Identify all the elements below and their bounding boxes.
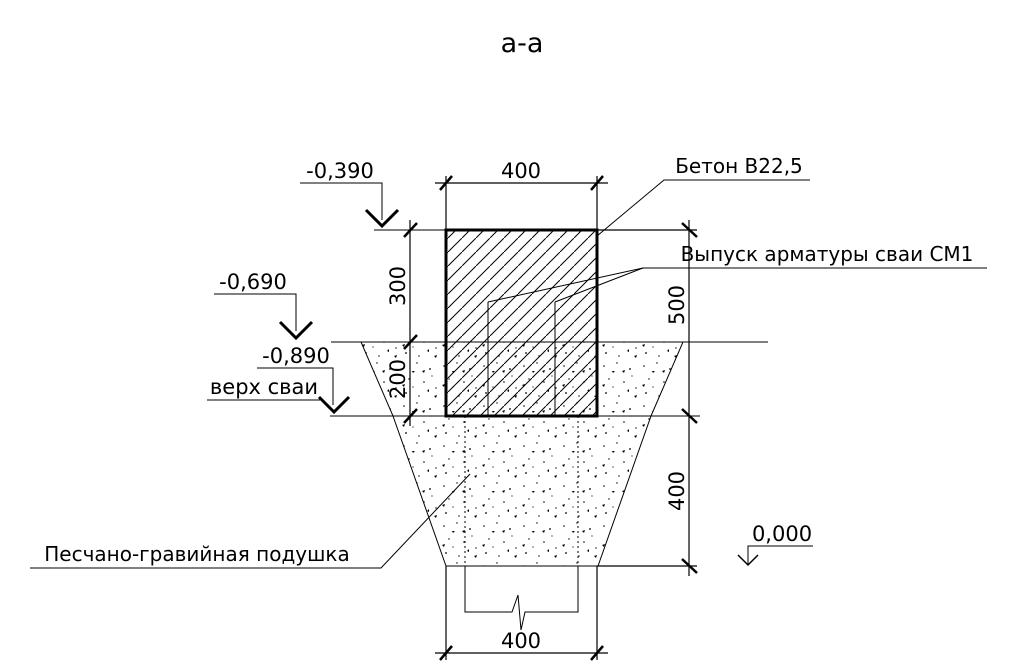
elevation-zero-label: 0,000 bbox=[752, 522, 812, 546]
cushion-lower bbox=[392, 415, 652, 567]
elevation-top-label: -0,390 bbox=[306, 159, 374, 183]
elevation-ground-label: -0,690 bbox=[219, 270, 287, 294]
pile-outline bbox=[464, 416, 579, 566]
concrete-cap bbox=[444, 228, 599, 418]
rebar-outlets bbox=[487, 302, 556, 416]
dimension-pile-width bbox=[435, 566, 608, 661]
elevation-marker-ground bbox=[214, 293, 314, 341]
cap-right-label: 500 bbox=[665, 285, 689, 325]
section-title: а-а bbox=[501, 28, 544, 59]
dimension-left bbox=[403, 220, 418, 426]
concrete-label: Бетон В22,5 bbox=[675, 154, 803, 178]
elevation-marker-top bbox=[300, 182, 400, 229]
cushion-label: Песчано-гравийная подушка bbox=[44, 542, 350, 566]
pile-top-note: верх сваи bbox=[210, 375, 318, 399]
cap-width-label: 400 bbox=[501, 159, 541, 183]
cap-below-label: 200 bbox=[386, 359, 410, 399]
elevation-marker-pile-top bbox=[207, 367, 351, 415]
dimension-cap-width bbox=[435, 175, 608, 230]
cushion-depth-label: 400 bbox=[665, 471, 689, 511]
pile-break-line bbox=[464, 566, 579, 631]
elevation-pile-top-label: -0,890 bbox=[262, 344, 330, 368]
leader-cushion bbox=[30, 473, 471, 569]
leader-rebar bbox=[487, 267, 987, 303]
rebar-label: Выпуск арматуры сваи СМ1 bbox=[681, 242, 974, 266]
pile-width-label: 400 bbox=[501, 629, 541, 653]
dimension-right bbox=[597, 220, 698, 576]
elevation-marker-zero bbox=[737, 545, 813, 567]
leader-concrete bbox=[596, 179, 810, 237]
cap-above-label: 300 bbox=[386, 266, 410, 306]
